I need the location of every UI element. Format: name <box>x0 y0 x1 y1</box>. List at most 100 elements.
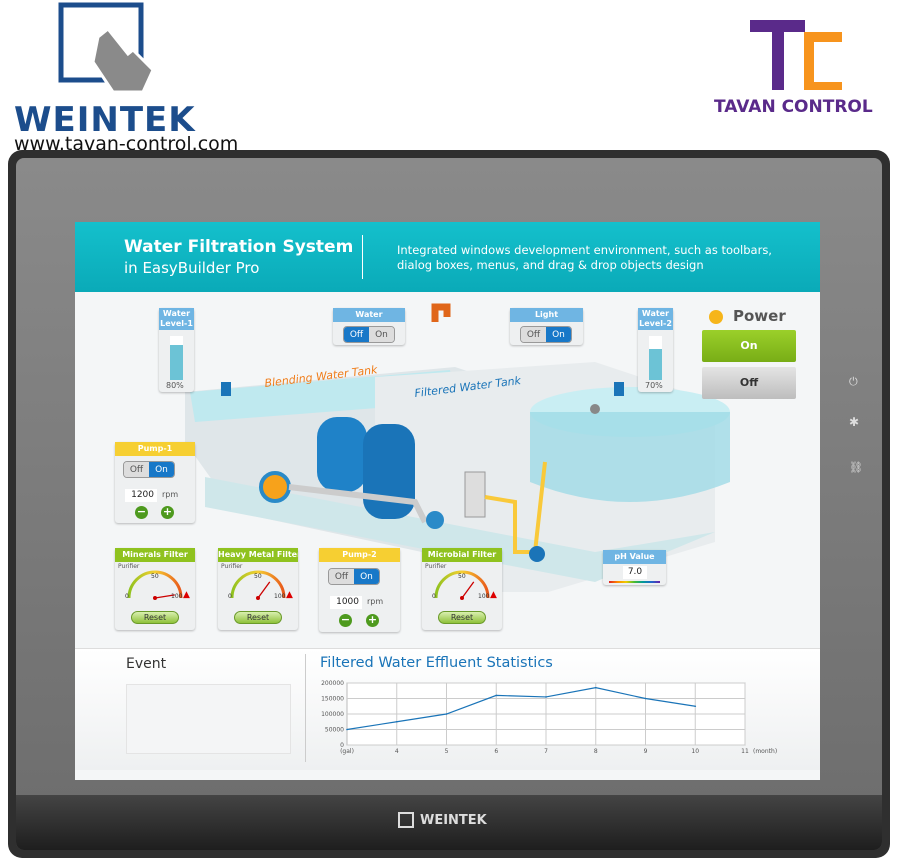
water-level-2-value: 70% <box>645 381 663 390</box>
y-tick-label: 50000 <box>325 727 344 734</box>
light-switch-title: Light <box>510 308 583 322</box>
activity-led-icon: ✱ <box>849 415 860 429</box>
y-axis-unit: (gal) <box>340 748 354 755</box>
screen-header: Water Filtration System in EasyBuilder P… <box>75 222 820 292</box>
data-point <box>594 686 597 689</box>
pump-2-off-option[interactable]: Off <box>329 569 354 584</box>
pump-2-icon <box>426 511 444 529</box>
svg-text:100: 100 <box>274 593 286 600</box>
pump-1-on-option[interactable]: On <box>149 462 174 477</box>
pump-1-icon <box>259 471 291 503</box>
website-url: www.tavan-control.com <box>14 133 239 155</box>
ph-value: 7.0 <box>623 566 647 579</box>
filter-title: Minerals Filter <box>115 548 195 562</box>
data-point <box>445 713 448 715</box>
power-title: Power <box>733 307 786 325</box>
water-level-2-gauge <box>649 336 662 380</box>
filter-tank-2 <box>363 424 415 519</box>
tavan-logo-text: TAVAN CONTROL <box>714 97 873 117</box>
pump-1-increase-button[interactable]: + <box>161 505 174 519</box>
x-axis-unit: (month) <box>753 748 777 755</box>
pump-2-decrease-button[interactable]: − <box>339 613 352 627</box>
ph-color-scale <box>609 581 660 583</box>
power-bulb-icon <box>709 310 723 324</box>
svg-text:50: 50 <box>151 573 159 580</box>
svg-text:0: 0 <box>432 593 436 600</box>
pump-1-title: Pump-1 <box>115 442 195 456</box>
data-point <box>644 697 647 700</box>
plant-illustration: Blending Water Tank Filtered Water Tank <box>185 303 730 592</box>
event-list[interactable] <box>126 684 291 754</box>
ph-title: pH Value <box>603 550 666 564</box>
data-point <box>495 694 498 697</box>
header-divider <box>362 235 363 279</box>
filter-gauge: 0 50 100 <box>228 570 286 600</box>
svg-text:100: 100 <box>478 593 490 600</box>
light-off-option[interactable]: Off <box>521 327 546 342</box>
svg-text:0: 0 <box>228 593 232 600</box>
filter-widget: Heavy Metal Filter Purifier 0 50 100 ▲ R… <box>218 548 298 630</box>
ph-widget: pH Value 7.0 <box>603 550 666 585</box>
pump-1-rpm-input[interactable]: 1200 <box>125 489 157 502</box>
pump-1-off-option[interactable]: Off <box>124 462 149 477</box>
data-point <box>545 696 547 698</box>
water-off-option[interactable]: Off <box>344 327 369 342</box>
weintek-logo <box>58 2 168 94</box>
y-tick-label: 200000 <box>321 680 344 687</box>
pump-2-increase-button[interactable]: + <box>366 613 379 627</box>
data-point <box>395 720 398 723</box>
filter-gauge: 0 50 100 <box>125 570 183 600</box>
series-line <box>346 687 696 731</box>
x-tick-label: 11 <box>741 748 749 755</box>
svg-text:0: 0 <box>125 593 129 600</box>
filter-widget: Microbial Filter Purifier 0 50 100 ▲ Res… <box>422 548 502 630</box>
pump-1-rpm-unit: rpm <box>162 490 179 499</box>
pump-2-rpm-input[interactable]: 1000 <box>330 596 362 609</box>
x-tick-label: 4 <box>395 748 399 755</box>
filter-reset-button[interactable]: Reset <box>131 611 179 624</box>
header-desc-2: dialog boxes, menus, and drag & drop obj… <box>397 258 704 272</box>
filter-reset-button[interactable]: Reset <box>438 611 486 624</box>
svg-text:100: 100 <box>171 593 183 600</box>
filter-purifier-label: Purifier <box>221 563 243 570</box>
x-tick-label: 6 <box>494 748 498 755</box>
x-tick-label: 9 <box>644 748 648 755</box>
gauge-needle <box>257 581 271 599</box>
water-on-option[interactable]: On <box>369 327 394 342</box>
light-on-option[interactable]: On <box>546 327 571 342</box>
power-led-icon: ⏻ <box>849 375 858 388</box>
water-level-1-widget: Water Level-1 80% <box>159 308 194 392</box>
y-tick-label: 100000 <box>321 711 344 718</box>
filter-title: Heavy Metal Filter <box>218 548 298 562</box>
pump-2-on-option[interactable]: On <box>354 569 379 584</box>
hmi-screen: Water Filtration System in EasyBuilder P… <box>75 222 820 780</box>
water-level-2-widget: Water Level-2 70% <box>638 308 673 392</box>
power-off-button[interactable]: Off <box>702 367 796 399</box>
pump-2-title: Pump-2 <box>319 548 400 562</box>
svg-text:50: 50 <box>254 573 262 580</box>
pump-1-decrease-button[interactable]: − <box>135 505 148 519</box>
data-point <box>346 728 348 731</box>
gauge-needle <box>461 581 475 599</box>
pump-2-rpm-unit: rpm <box>367 597 384 606</box>
x-tick-label: 8 <box>594 748 598 755</box>
water-level-1-title: Water Level-1 <box>159 308 194 330</box>
water-level-2-title: Water Level-2 <box>638 308 673 330</box>
y-tick-label: 150000 <box>321 696 344 703</box>
weintek-logo-text: WEINTEK <box>14 100 196 140</box>
y-tick-label: 0 <box>340 742 344 749</box>
power-on-button[interactable]: On <box>702 330 796 362</box>
network-led-icon: ⛓ <box>849 461 863 474</box>
filter-widget: Minerals Filter Purifier 0 50 100 ▲ Rese… <box>115 548 195 630</box>
filter-reset-button[interactable]: Reset <box>234 611 282 624</box>
water-switch-title: Water <box>333 308 405 322</box>
tavan-logo-icon <box>750 20 842 90</box>
